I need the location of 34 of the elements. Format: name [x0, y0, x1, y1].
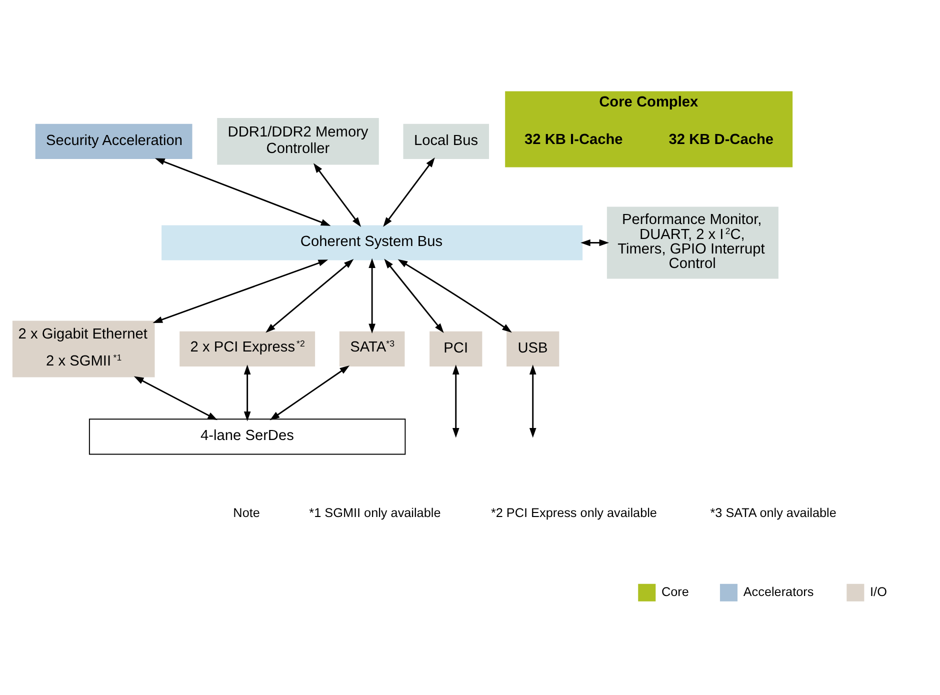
legend-label: Core	[662, 584, 689, 598]
node-box: PCI	[430, 330, 482, 366]
arrow	[368, 258, 376, 333]
label: *1 SGMII only available	[309, 505, 441, 520]
arrow	[313, 162, 362, 226]
node-box: SATA$^{*3}$	[339, 330, 405, 366]
node-text: 32 KB D-Cache	[668, 131, 774, 148]
legend-label: I/O	[870, 584, 887, 598]
arrow	[529, 364, 536, 438]
arrow	[270, 364, 350, 420]
node-box: 4-lane SerDes	[88, 418, 406, 454]
label: Note	[233, 505, 260, 520]
node-box: DDR1/DDR2 Memory Controller	[217, 118, 379, 164]
arrow	[452, 364, 460, 438]
arrow	[266, 258, 354, 332]
node-box: 2 x Gigabit Ethernet 2 x SGMII$^{*1}$	[12, 320, 155, 377]
node-box: Local Bus	[403, 123, 489, 158]
node-box: Security Acceleration	[35, 123, 192, 158]
arrow	[154, 158, 331, 226]
node-box: Coherent System Bus	[162, 224, 583, 260]
node-box: Performance Monitor, DUART, 2 x I$^{2}$C, Timers, GPIO Interrupt Control	[606, 206, 778, 278]
node-box: 2 x PCI Express$^{*2}$	[180, 330, 316, 366]
node-box: USB	[506, 330, 560, 366]
arrow	[398, 258, 512, 332]
arrow	[152, 259, 328, 322]
arrow	[384, 258, 444, 332]
label: *3 SATA only available	[710, 505, 836, 520]
arrow	[580, 238, 610, 246]
label: *2 PCI Express only available	[490, 505, 657, 520]
arrow	[134, 376, 218, 420]
legend-label: Accelerators	[743, 584, 814, 598]
arrow	[244, 364, 251, 421]
node-text: 32 KB I-Cache	[524, 131, 623, 148]
arrow	[383, 156, 435, 226]
